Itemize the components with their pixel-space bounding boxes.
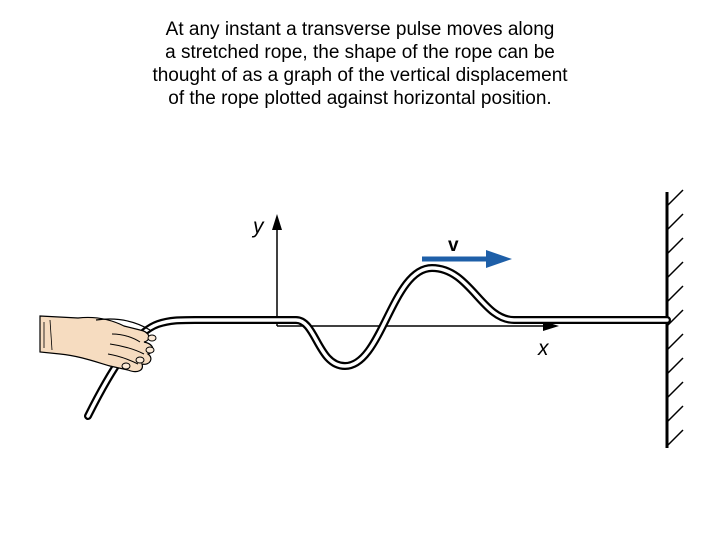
caption-line-2: a stretched rope, the shape of the rope … [165,42,555,63]
x-axis-label: x [537,337,550,360]
rope [84,264,671,420]
caption-line-1: At any instant a transverse pulse moves … [165,19,555,40]
velocity-arrow [422,250,512,268]
wall-icon [665,189,684,448]
caption-line-4: of the rope plotted against horizontal p… [168,88,552,109]
caption: At any instant a transverse pulse moves … [40,18,680,110]
y-axis [272,214,282,326]
velocity-label: v [448,235,459,256]
caption-line-3: thought of as a graph of the vertical di… [152,65,568,86]
hand-icon [39,315,157,373]
y-axis-label: y [251,215,265,238]
